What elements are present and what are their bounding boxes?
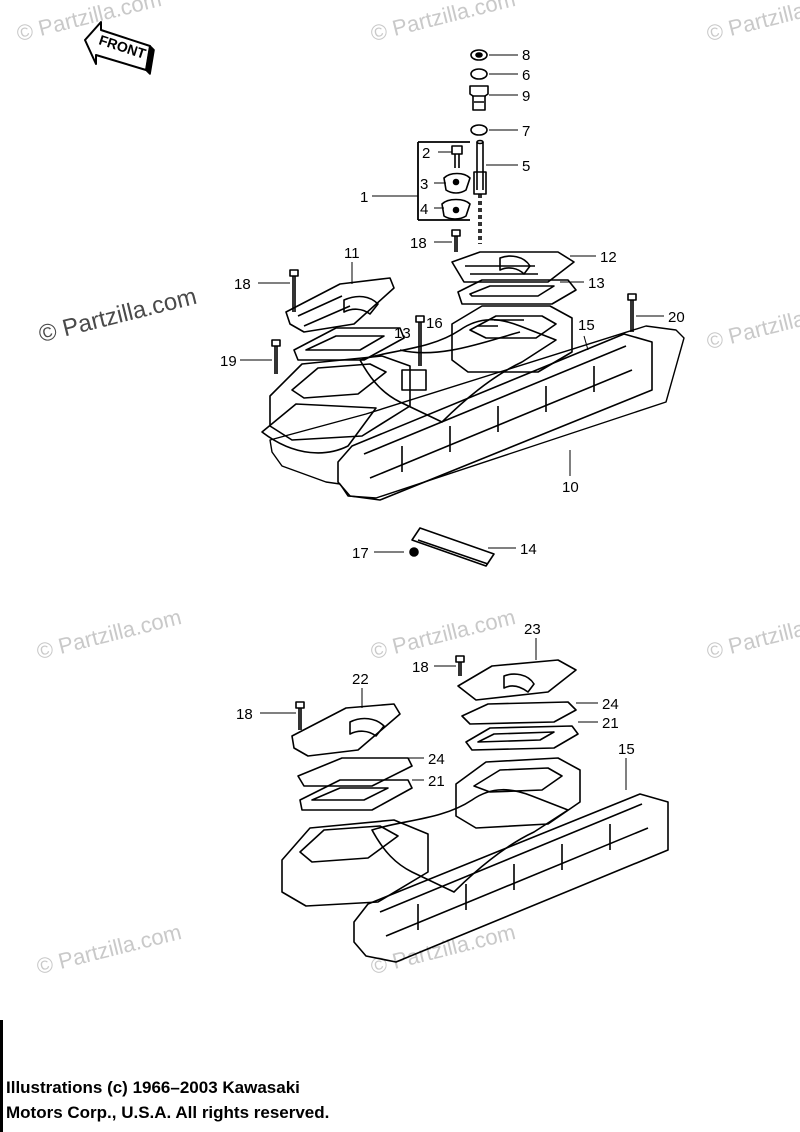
copyright-line-2: Motors Corp., U.S.A. All rights reserved…	[6, 1103, 330, 1122]
callout-label: 19	[220, 353, 237, 370]
callout-label: 16	[426, 315, 443, 332]
callout-label: 7	[522, 123, 530, 140]
callout-label: 18	[234, 276, 251, 293]
callout-label: 18	[410, 235, 427, 252]
callout-label: 24	[602, 696, 619, 713]
callout-label: 11	[344, 245, 360, 262]
callout-label: 4	[420, 201, 428, 218]
callout-label: 8	[522, 47, 530, 64]
callout-label: 20	[668, 309, 685, 326]
callout-label: 14	[520, 541, 537, 558]
callout-label: 17	[352, 545, 369, 562]
callout-label: 3	[420, 176, 428, 193]
callout-label: 18	[412, 659, 429, 676]
callout-label: 15	[618, 741, 635, 758]
callout-label: 12	[600, 249, 617, 266]
callout-label: 13	[588, 275, 605, 292]
copyright-line-1: Illustrations (c) 1966–2003 Kawasaki	[6, 1078, 300, 1097]
callout-label: 24	[428, 751, 445, 768]
front-arrow-icon	[84, 21, 155, 75]
callout-label: 2	[422, 145, 430, 162]
callout-label: 22	[352, 671, 369, 688]
callout-label: 1	[360, 189, 368, 206]
callout-label: 6	[522, 67, 530, 84]
callout-label: 10	[562, 479, 579, 496]
callout-label: 21	[602, 715, 619, 732]
callout-label: 5	[522, 158, 530, 175]
callout-label: 18	[236, 706, 253, 723]
callout-label: 15	[578, 317, 595, 334]
callout-label: 13	[394, 325, 411, 342]
margin-bar	[0, 1020, 3, 1132]
callout-label: 9	[522, 88, 530, 105]
callout-label: 23	[524, 621, 541, 638]
callout-label: 21	[428, 773, 445, 790]
